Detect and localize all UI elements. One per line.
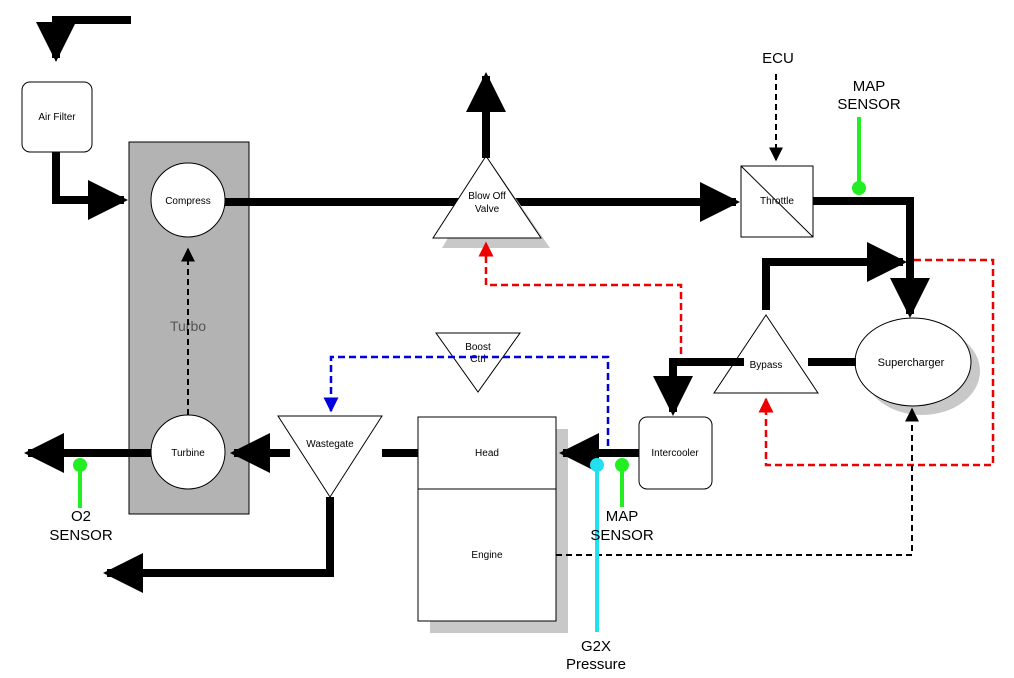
engine-label: Engine: [471, 550, 503, 561]
map-sensor-top-label-2: SENSOR: [837, 96, 901, 113]
throttle-plate: [740, 165, 814, 238]
g2x-sensor-node: [590, 458, 604, 472]
throttle-to-supercharger-pipe: [813, 197, 930, 318]
supercharger-drive-link: [556, 407, 919, 556]
turbine-label: Turbine: [171, 448, 205, 459]
g2x-label-1: G2X: [581, 638, 611, 655]
wastegate-dump-pipe: [103, 497, 334, 593]
air-filter-label: Air Filter: [38, 112, 76, 123]
ecu-label: ECU: [762, 50, 794, 67]
compress-label: Compress: [165, 196, 211, 207]
boost-controller: [435, 332, 521, 393]
map-sensor-bottom-label-1: MAP: [606, 508, 639, 525]
bypass-return-pipe: [762, 242, 907, 310]
wastegate-label: Wastegate: [306, 439, 354, 450]
boost-ctrl-label-1: Boost: [465, 342, 491, 353]
map-sensor-bottom-label-2: SENSOR: [590, 527, 654, 544]
boost-ctrl-label-2: Ctrl: [470, 354, 486, 365]
o2-sensor-label-2: SENSOR: [49, 527, 113, 544]
blow-off-valve-label-1: Blow Off: [468, 191, 506, 202]
engine-block: [417, 416, 557, 622]
throttle-label: Throttle: [760, 196, 794, 207]
intercooler-label: Intercooler: [651, 448, 699, 459]
blow-off-valve-label-2: Valve: [475, 204, 500, 215]
bypass-to-intercooler-pipe: [653, 358, 744, 416]
bypass-vacuum-signal: [758, 258, 995, 467]
supercharger-label: Supercharger: [878, 357, 945, 369]
bypass-valve: [713, 314, 819, 394]
map-sensor-top-label-1: MAP: [853, 78, 886, 95]
boost-control-signal: [323, 355, 610, 446]
o2-sensor-label-1: O2: [71, 508, 91, 525]
turbo-label: Turbo: [170, 318, 206, 334]
filter-to-compressor-pipe: [52, 152, 128, 220]
map-sensor-top-node: [852, 181, 866, 195]
wastegate: [277, 415, 383, 498]
g2x-label-2: Pressure: [566, 656, 626, 673]
inlet-pipe: [36, 16, 131, 62]
head-label: Head: [475, 448, 499, 459]
blow-off-valve: [432, 155, 542, 239]
bypass-label: Bypass: [750, 360, 783, 371]
bov-vacuum-signal: [478, 241, 683, 354]
